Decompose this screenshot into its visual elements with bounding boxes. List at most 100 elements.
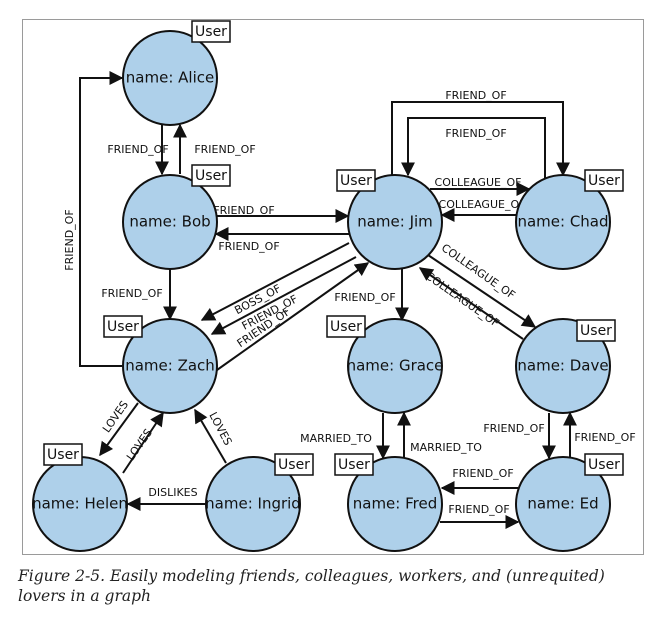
edge-label: FRIEND_OF (452, 467, 513, 480)
node-helen[interactable]: name: Helen User (32, 443, 128, 552)
node-label: name: Grace (347, 357, 444, 375)
node-circle (347, 318, 443, 414)
user-tag-label: User (330, 319, 362, 335)
user-tag-label: User (195, 168, 227, 184)
edge-ingrid-to-zach: LOVES (194, 408, 235, 464)
node-zach[interactable]: name: Zach User (103, 315, 218, 414)
node-label: name: Ingrid (205, 495, 301, 513)
edge-jim-to-grace: FRIEND_OF (334, 269, 409, 322)
node-circle (347, 456, 443, 552)
edge-label: MARRIED_TO (410, 441, 482, 454)
node-ed[interactable]: name: Ed User (515, 453, 624, 552)
edge-jim-to-chad: COLLEAGUE_OF (430, 176, 531, 196)
edge-label: FRIEND_OF (483, 422, 544, 435)
edge-line (99, 402, 139, 457)
figure-caption: Figure 2-5. Easily modeling friends, col… (18, 567, 605, 605)
edge-label: FRIEND_OF (448, 503, 509, 516)
edge-ingrid-to-helen: DISLIKES (126, 486, 206, 511)
user-tag-box (191, 20, 231, 43)
edge-jim-to-bob: FRIEND_OF (214, 227, 350, 253)
edge-line (79, 71, 124, 367)
edge-dave-to-ed: FRIEND_OF (483, 413, 556, 460)
user-tag-label: User (340, 173, 372, 189)
edge-ed-to-fred: FRIEND_OF (440, 467, 518, 495)
edge-label: FRIEND_OF (63, 209, 76, 270)
user-tag-label: User (278, 457, 310, 473)
node-label: name: Alice (126, 69, 214, 87)
edge-grace-to-fred: MARRIED_TO (300, 413, 390, 460)
node-bob[interactable]: name: Bob User (122, 164, 231, 270)
user-tag-label: User (107, 319, 139, 335)
edge-line (210, 256, 357, 335)
figure-frame (22, 19, 644, 555)
edge-label: COLLEAGUE_OF (435, 176, 522, 189)
edge-label: LOVES (100, 398, 131, 435)
edge-label: LOVES (124, 426, 155, 463)
node-fred[interactable]: name: Fred User (334, 453, 443, 552)
node-label: name: Dave (517, 357, 608, 375)
edge-line (401, 117, 546, 180)
user-tag-box (326, 315, 366, 338)
node-label: name: Jim (357, 213, 433, 231)
edge-bob-to-jim: FRIEND_OF (213, 204, 350, 223)
edge-chad-to-jim: FRIEND_OF (401, 117, 546, 180)
user-tag-label: User (580, 323, 612, 339)
user-tag-label: User (338, 457, 370, 473)
node-circle (122, 174, 218, 270)
user-tag-box (103, 315, 143, 338)
node-circle (515, 456, 611, 552)
node-circle (122, 318, 218, 414)
edge-bob-to-zach: FRIEND_OF (101, 269, 177, 321)
edge-label: MARRIED_TO (300, 432, 372, 445)
edge-fred-to-ed: FRIEND_OF (440, 503, 520, 529)
edge-label: FRIEND_OF (334, 291, 395, 304)
user-tag-box (336, 169, 376, 192)
user-tag-label: User (47, 447, 79, 463)
edge-label: FRIEND_OF (445, 89, 506, 102)
node-jim[interactable]: name: Jim User (336, 169, 443, 270)
edge-label: LOVES (206, 410, 234, 448)
node-dave[interactable]: name: Dave User (515, 318, 616, 414)
user-tag-box (584, 453, 624, 476)
user-tag-label: User (195, 24, 227, 40)
edge-label: FRIEND_OF (445, 127, 506, 140)
graph-diagram: FRIEND_OF FRIEND_OF FRIEND_OF FRIEND_OF FRIE… (32, 20, 636, 552)
edge-helen-to-zach: LOVES (122, 411, 164, 474)
edge-line (427, 254, 537, 328)
edge-ed-to-dave: FRIEND_OF (563, 411, 636, 458)
edge-zach-to-alice: FRIEND_OF (63, 71, 124, 367)
user-tag-box (576, 319, 616, 342)
edge-bob-to-alice: FRIEND_OF (173, 123, 256, 174)
node-circle (347, 174, 443, 270)
user-tag-label: User (588, 457, 620, 473)
user-tag-box (43, 443, 83, 466)
user-tag-box (274, 453, 314, 476)
node-label: name: Fred (353, 495, 438, 513)
edge-label: FRIEND_OF (574, 431, 635, 444)
node-grace[interactable]: name: Grace User (326, 315, 444, 414)
node-circle (122, 30, 218, 126)
edge-label: FRIEND_OF (101, 287, 162, 300)
edge-label: FRIEND_OF (218, 240, 279, 253)
edge-line (194, 408, 227, 464)
node-chad[interactable]: name: Chad User (515, 169, 624, 270)
edge-label: COLLEAGUE_OF (439, 198, 526, 211)
edge-label: FRIEND_OF (107, 143, 168, 156)
node-label: name: Bob (129, 213, 210, 231)
user-tag-box (334, 453, 374, 476)
edge-line (200, 242, 350, 321)
node-label: name: Chad (517, 213, 608, 231)
user-tag-box (584, 169, 624, 192)
node-alice[interactable]: name: Alice User (122, 20, 231, 126)
edge-line (122, 411, 164, 474)
edge-fred-to-grace: MARRIED_TO (397, 411, 482, 458)
node-ingrid[interactable]: name: Ingrid User (205, 453, 314, 552)
node-label: name: Zach (125, 357, 215, 375)
edge-line (391, 101, 570, 177)
node-circle (205, 456, 301, 552)
edge-line (418, 267, 524, 340)
node-label: name: Ed (527, 495, 598, 513)
node-label: name: Helen (32, 495, 128, 513)
user-tag-label: User (588, 173, 620, 189)
